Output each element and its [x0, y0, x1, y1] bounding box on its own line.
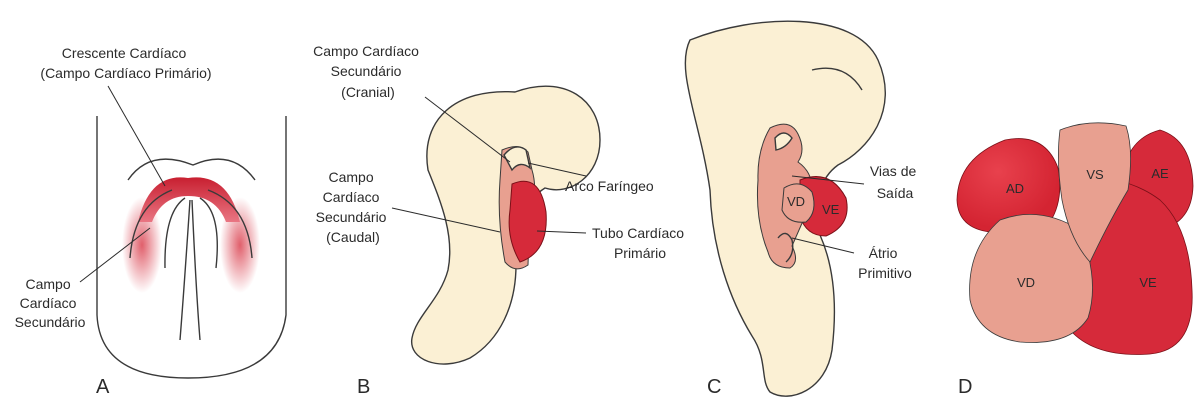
vd-label-c: VD [787, 194, 805, 209]
pharyngeal-arch-label: Arco Faríngeo [565, 178, 654, 194]
ad-label: AD [1006, 181, 1024, 196]
primary-heart-tube [509, 181, 546, 262]
ae-label: AE [1151, 166, 1169, 181]
ve-label-d: VE [1139, 275, 1157, 290]
panel-a: Crescente Cardíaco (Campo Cardíaco Primá… [15, 45, 286, 398]
secondary-field-label: Campo Cardíaco Secundário [15, 276, 86, 330]
panel-letter-b: B [357, 376, 370, 398]
crescent-label: Crescente Cardíaco (Campo Cardíaco Primá… [40, 45, 211, 81]
panel-letter-a: A [96, 376, 110, 398]
cranial-field-label: Campo Cardíaco Secundário (Cranial) [313, 43, 423, 100]
neural-fold-outline [128, 159, 255, 180]
panel-c: VD VE Vias de Saída Átrio Primitivo C [685, 21, 920, 398]
heart-tube-label: Tubo Cardíaco Primário [592, 225, 688, 261]
vd-label-d: VD [1017, 275, 1035, 290]
vs-label: VS [1086, 167, 1104, 182]
ve-label-c: VE [822, 202, 840, 217]
caudal-field-label: Campo Cardíaco Secundário (Caudal) [316, 169, 391, 245]
panel-letter-c: C [707, 376, 721, 398]
atrium-label: Átrio Primitivo [858, 245, 912, 281]
panel-d: AD VS AE VD VE D [957, 123, 1193, 398]
panel-b: Campo Cardíaco Secundário (Cranial) Camp… [313, 43, 688, 398]
panel-letter-d: D [958, 376, 972, 398]
outflow-label: Vias de Saída [870, 163, 920, 201]
